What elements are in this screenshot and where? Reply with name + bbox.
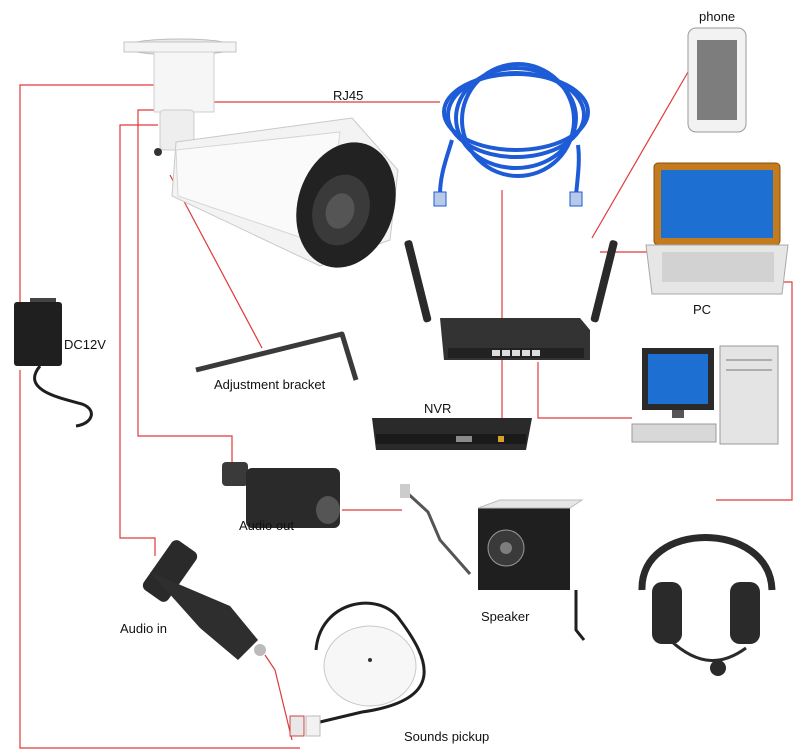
audio-out-label: Audio out: [239, 518, 294, 533]
line-router-to-desktop: [537, 362, 632, 419]
power-adapter-icon: [14, 298, 93, 428]
sounds-pickup-label: Sounds pickup: [404, 729, 490, 744]
adjustment-bracket-label: Adjustment bracket: [214, 377, 326, 392]
phone-icon: [687, 27, 747, 133]
speaker-icon: [400, 484, 586, 641]
line-laptop-to-headset: [716, 281, 793, 501]
allen-key-icon: [195, 331, 359, 381]
line-dc-power: [19, 84, 158, 330]
line-audio-out-feed: [137, 109, 233, 462]
headset-icon: [638, 534, 776, 676]
line-dc-to-pickup: [19, 370, 300, 749]
line-audio-in-feed: [119, 124, 158, 556]
router-icon: [404, 240, 618, 360]
rj45-label: RJ45: [333, 88, 364, 103]
nvr-label: NVR: [424, 401, 452, 416]
connection-lines: [19, 71, 793, 749]
ethernet-cable-icon: [433, 62, 590, 207]
dc12v-label: DC12V: [64, 337, 106, 352]
nvr-icon: [372, 418, 532, 450]
speaker-label: Speaker: [481, 609, 530, 624]
microphone-pickup-icon: [289, 601, 426, 737]
pc-label: PC: [693, 302, 712, 317]
phone-label: phone: [699, 9, 736, 24]
bullet-camera-icon: [123, 38, 399, 268]
audio-out-adapter-icon: [222, 462, 340, 528]
line-audio-in-to-pickup: [264, 654, 293, 741]
line-phone-to-router: [591, 71, 689, 239]
audio-in-adapter-icon: [142, 540, 266, 660]
audio-in-label: Audio in: [120, 621, 167, 636]
line-camera-to-bracket: [169, 174, 263, 349]
laptop-icon: [645, 162, 789, 295]
desktop-pc-icon: [631, 345, 779, 445]
